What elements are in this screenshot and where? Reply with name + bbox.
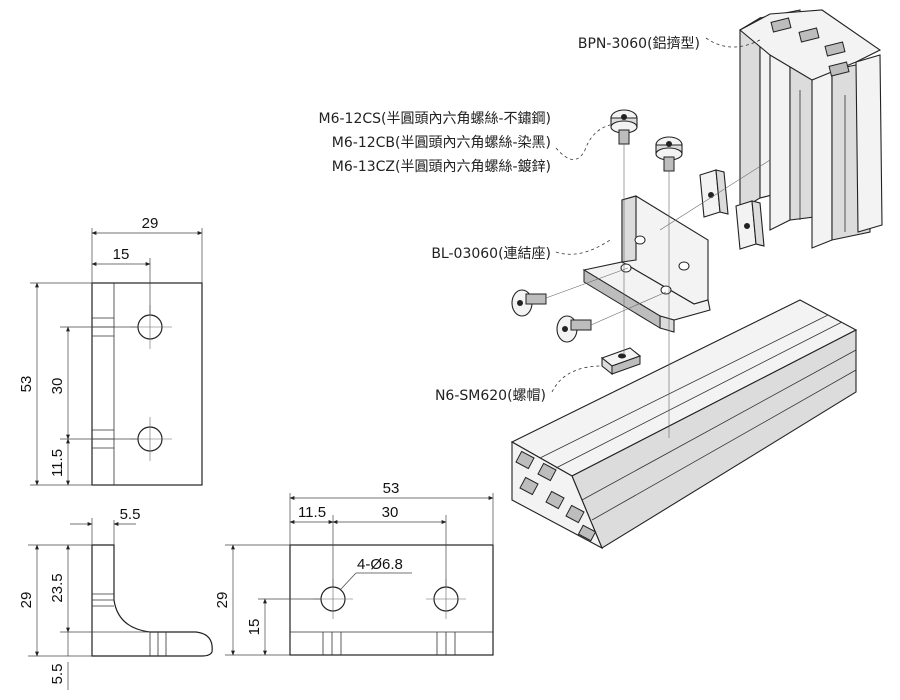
front-view: 29 15 53 30 11.5 xyxy=(18,215,203,486)
dim-front-bottom-offset: 11.5 xyxy=(49,449,66,477)
label-bracket: BL-03060(連結座) xyxy=(431,246,551,262)
label-profile: BPN-3060(鋁擠型) xyxy=(578,36,700,52)
side-view: 5.5 29 23.5 5.5 xyxy=(18,506,213,690)
dim-bottom-height: 29 xyxy=(214,592,231,609)
dim-bottom-hole-spacing: 30 xyxy=(382,504,399,521)
dim-side-thickness: 5.5 xyxy=(120,506,141,523)
label-screw-cz: M6-13CZ(半圓頭內六角螺絲-鍍鋅) xyxy=(332,158,551,175)
label-screw-cb: M6-12CB(半圓頭內六角螺絲-染黑) xyxy=(332,135,551,151)
dim-side-base: 5.5 xyxy=(49,664,66,685)
bracket xyxy=(582,195,711,333)
dim-front-height: 53 xyxy=(18,376,35,393)
dim-front-hole-offset: 15 xyxy=(113,246,130,263)
screw-top-right xyxy=(655,136,683,172)
side-view-outline xyxy=(91,544,213,657)
screw-top-left xyxy=(610,109,638,145)
dim-front-width: 29 xyxy=(142,215,159,232)
tnuts-vertical xyxy=(699,169,765,250)
horizontal-profile xyxy=(510,299,858,550)
callouts: BPN-3060(鋁擠型) M6-12CS(半圓頭內六角螺絲-不鏽鋼) M6-1… xyxy=(319,36,761,404)
label-nut: N6-SM620(螺帽) xyxy=(435,388,546,404)
dim-side-height: 29 xyxy=(18,592,35,609)
label-screw-cs: M6-12CS(半圓頭內六角螺絲-不鏽鋼) xyxy=(319,111,552,127)
isometric-assembly xyxy=(510,9,883,550)
screw-left-upper xyxy=(511,289,547,317)
bottom-view: 53 11.5 30 4-Ø6.8 29 15 xyxy=(214,480,494,656)
hole-callout: 4-Ø6.8 xyxy=(357,556,403,573)
dim-bottom-edge-offset: 11.5 xyxy=(298,504,326,521)
dim-side-leg: 23.5 xyxy=(49,573,66,602)
dim-bottom-hole-height: 15 xyxy=(246,619,263,636)
vertical-profile xyxy=(739,9,883,249)
dim-bottom-length: 53 xyxy=(383,480,400,497)
screw-left-lower xyxy=(556,315,592,343)
dim-front-hole-spacing: 30 xyxy=(49,378,66,395)
front-view-outline xyxy=(91,282,203,486)
